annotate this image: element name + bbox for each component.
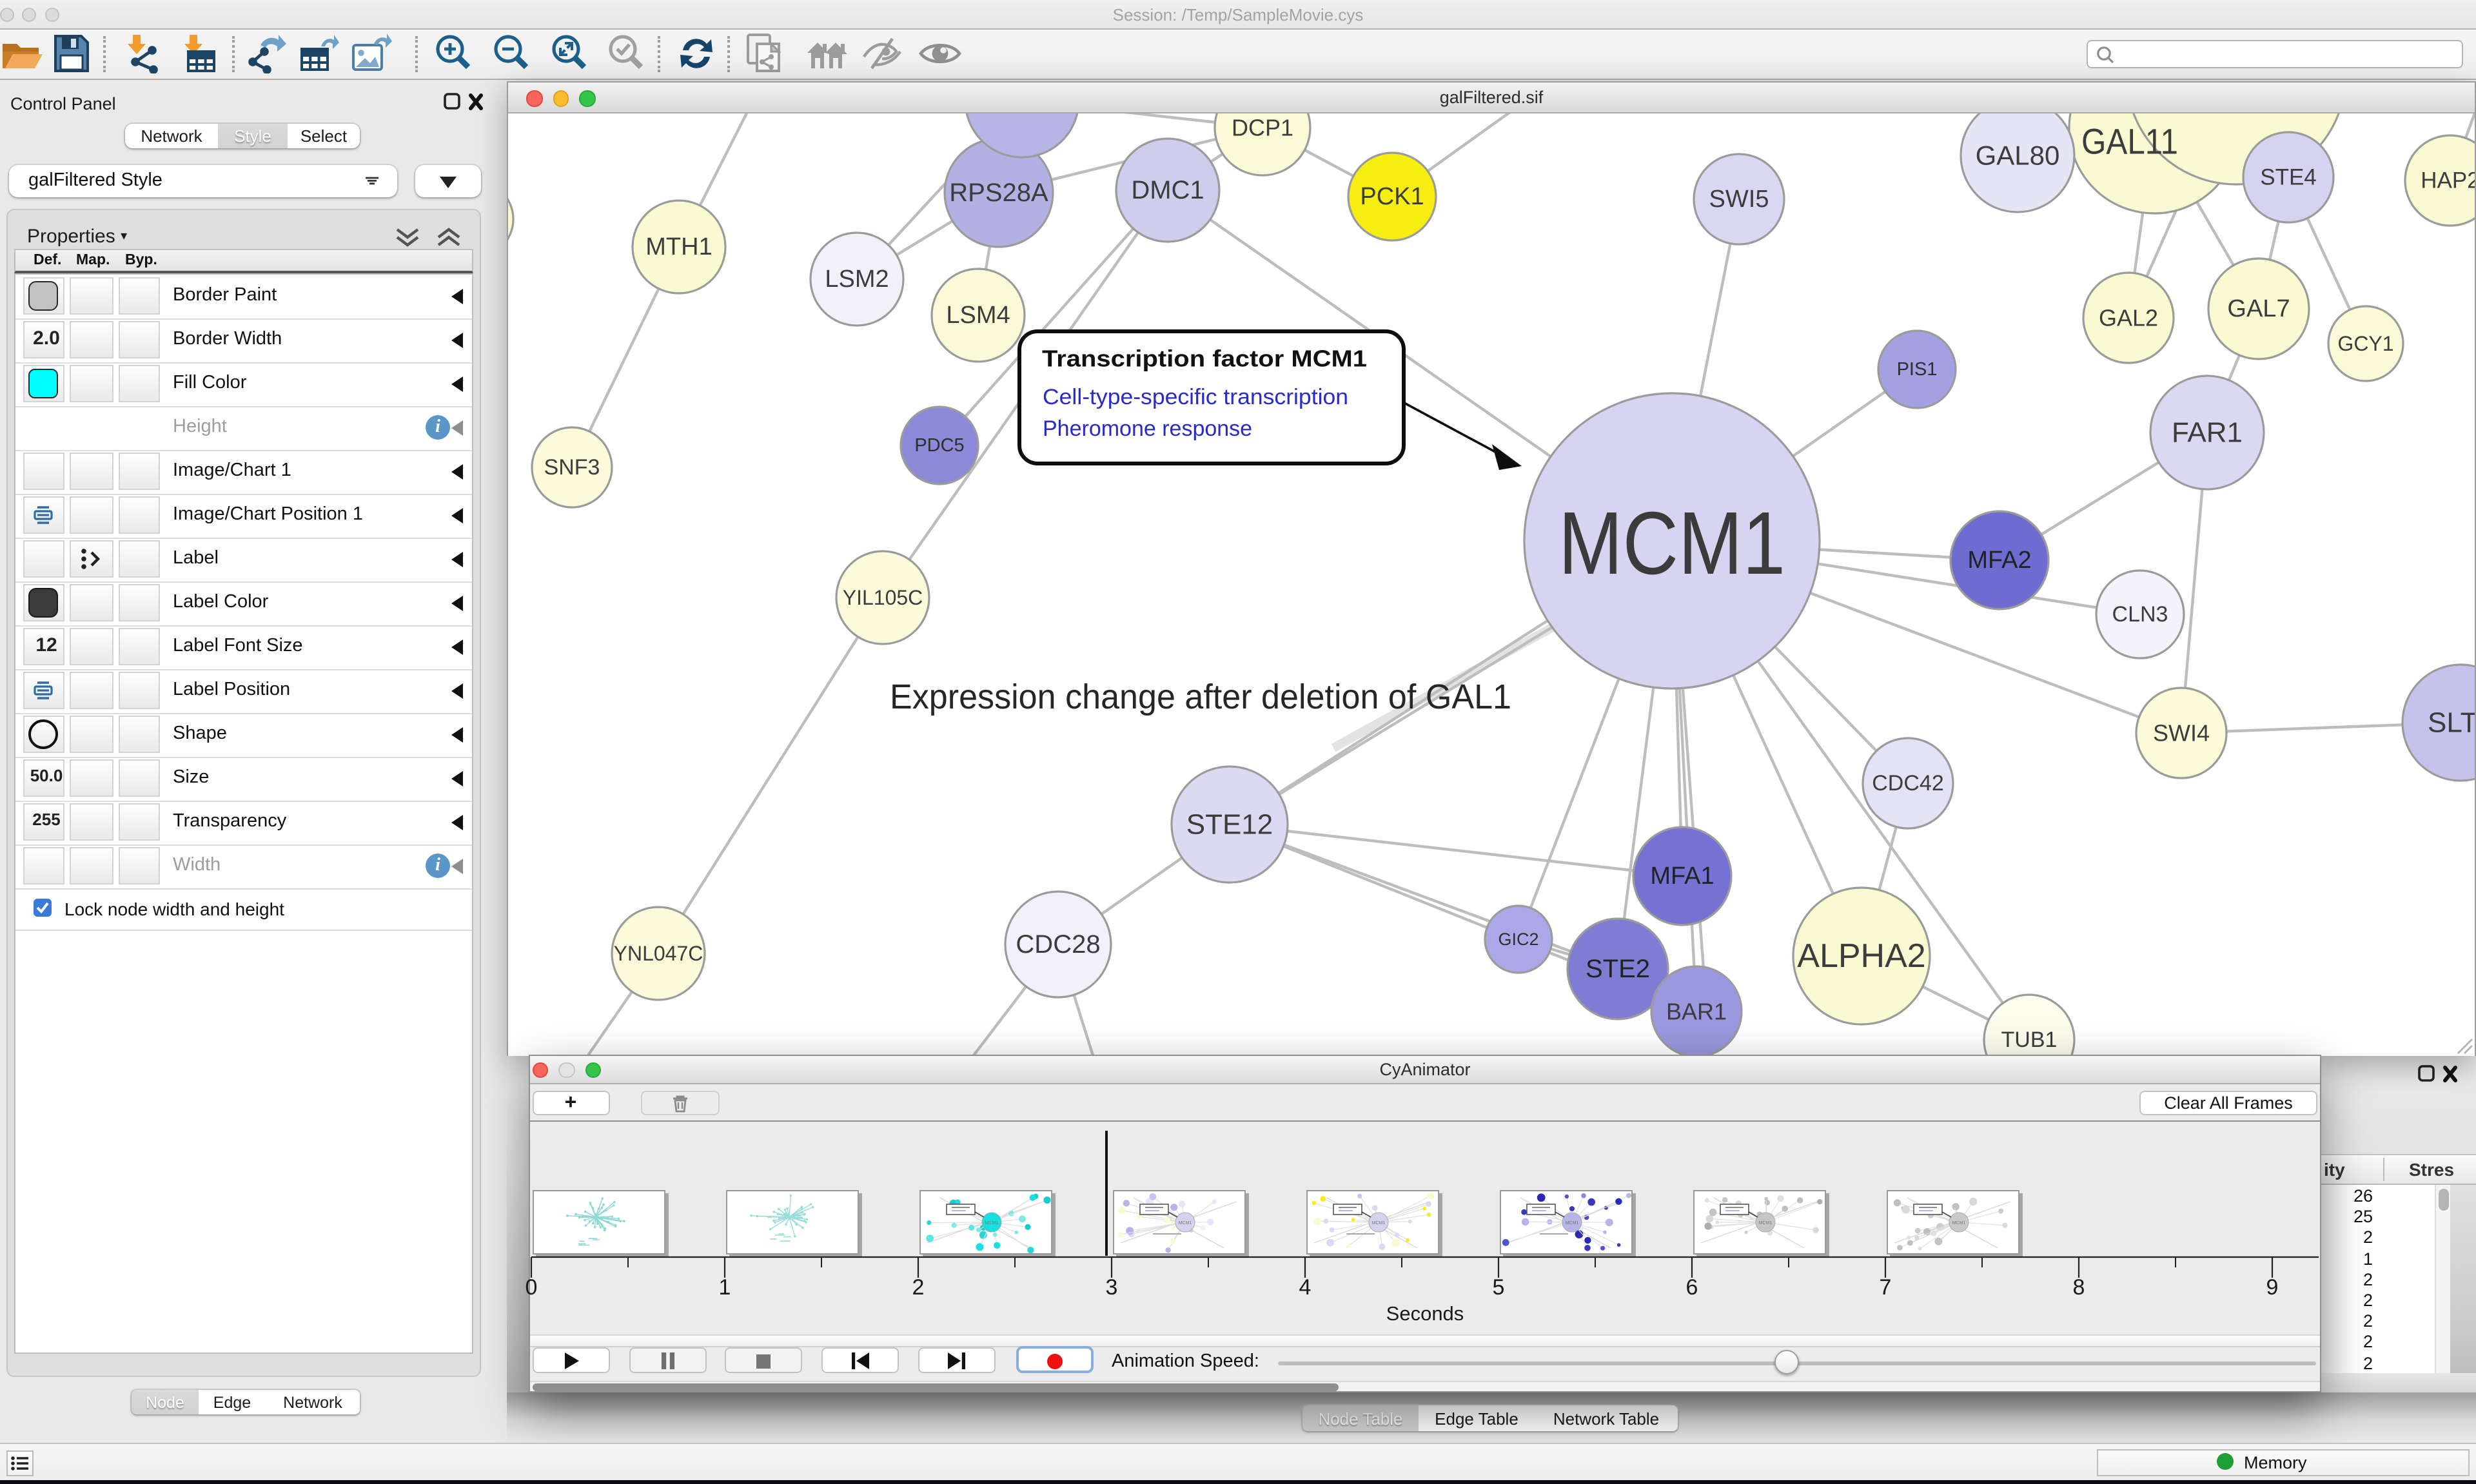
svg-text:TUB1: TUB1 — [2001, 1028, 2058, 1052]
svg-text:GIC2: GIC2 — [1498, 930, 1538, 949]
svg-text:MCM1: MCM1 — [1558, 494, 1785, 593]
svg-text:SLT2: SLT2 — [2428, 707, 2475, 739]
svg-text:FAR1: FAR1 — [2172, 417, 2243, 449]
svg-text:ALPHA2: ALPHA2 — [1797, 937, 1925, 975]
svg-text:CLN3: CLN3 — [2112, 602, 2168, 627]
svg-text:MFA1: MFA1 — [1650, 863, 1714, 890]
svg-text:SWI5: SWI5 — [1709, 186, 1769, 213]
svg-text:RPS28A: RPS28A — [949, 179, 1048, 207]
svg-text:MTH1: MTH1 — [645, 233, 712, 260]
svg-text:GAL2: GAL2 — [2099, 305, 2158, 331]
svg-text:STE2: STE2 — [1586, 955, 1650, 983]
svg-text:GCY1: GCY1 — [2337, 332, 2393, 355]
svg-text:MCM1: MCM1 — [1758, 1221, 1772, 1225]
svg-text:SNF3: SNF3 — [544, 455, 600, 480]
svg-text:YIL105C: YIL105C — [843, 586, 923, 609]
svg-text:GAL80: GAL80 — [1976, 141, 2060, 171]
svg-text:CDC28: CDC28 — [1016, 930, 1100, 959]
svg-text:STE12: STE12 — [1186, 809, 1273, 841]
svg-text:MCM1: MCM1 — [1952, 1221, 1965, 1225]
svg-text:GAL7: GAL7 — [2227, 295, 2290, 322]
svg-text:BAR1: BAR1 — [1666, 999, 1727, 1025]
svg-text:Expression change after deleti: Expression change after deletion of GAL1 — [890, 678, 1511, 716]
svg-text:Transcription factor MCM1: Transcription factor MCM1 — [1042, 346, 1367, 372]
svg-text:PDC5: PDC5 — [914, 435, 964, 456]
svg-text:PIS1: PIS1 — [1897, 359, 1938, 380]
svg-text:MCM1: MCM1 — [1565, 1221, 1578, 1225]
svg-text:MCM1: MCM1 — [1178, 1221, 1192, 1225]
svg-text:SWI4: SWI4 — [2153, 720, 2210, 747]
svg-text:LSM2: LSM2 — [825, 266, 889, 293]
svg-text:DMC1: DMC1 — [1131, 176, 1204, 204]
svg-text:YNL047C: YNL047C — [614, 942, 703, 965]
svg-text:Cell-type-specific transcripti: Cell-type-specific transcription — [1043, 385, 1348, 409]
svg-text:Pheromone response: Pheromone response — [1043, 416, 1252, 441]
svg-text:MCM1: MCM1 — [985, 1221, 998, 1225]
svg-text:STE4: STE4 — [2260, 165, 2317, 190]
svg-text:MCM1: MCM1 — [1371, 1221, 1385, 1225]
svg-text:DCP1: DCP1 — [1232, 115, 1293, 141]
svg-text:RPS28B: RPS28B — [972, 113, 1071, 115]
svg-text:GAL11: GAL11 — [2081, 121, 2178, 162]
svg-text:CDC42: CDC42 — [1872, 771, 1943, 796]
svg-text:MFA2: MFA2 — [1967, 547, 2031, 574]
svg-text:LSM4: LSM4 — [946, 302, 1010, 329]
svg-text:PCK1: PCK1 — [1360, 183, 1424, 210]
svg-text:HAP2: HAP2 — [2421, 168, 2475, 193]
